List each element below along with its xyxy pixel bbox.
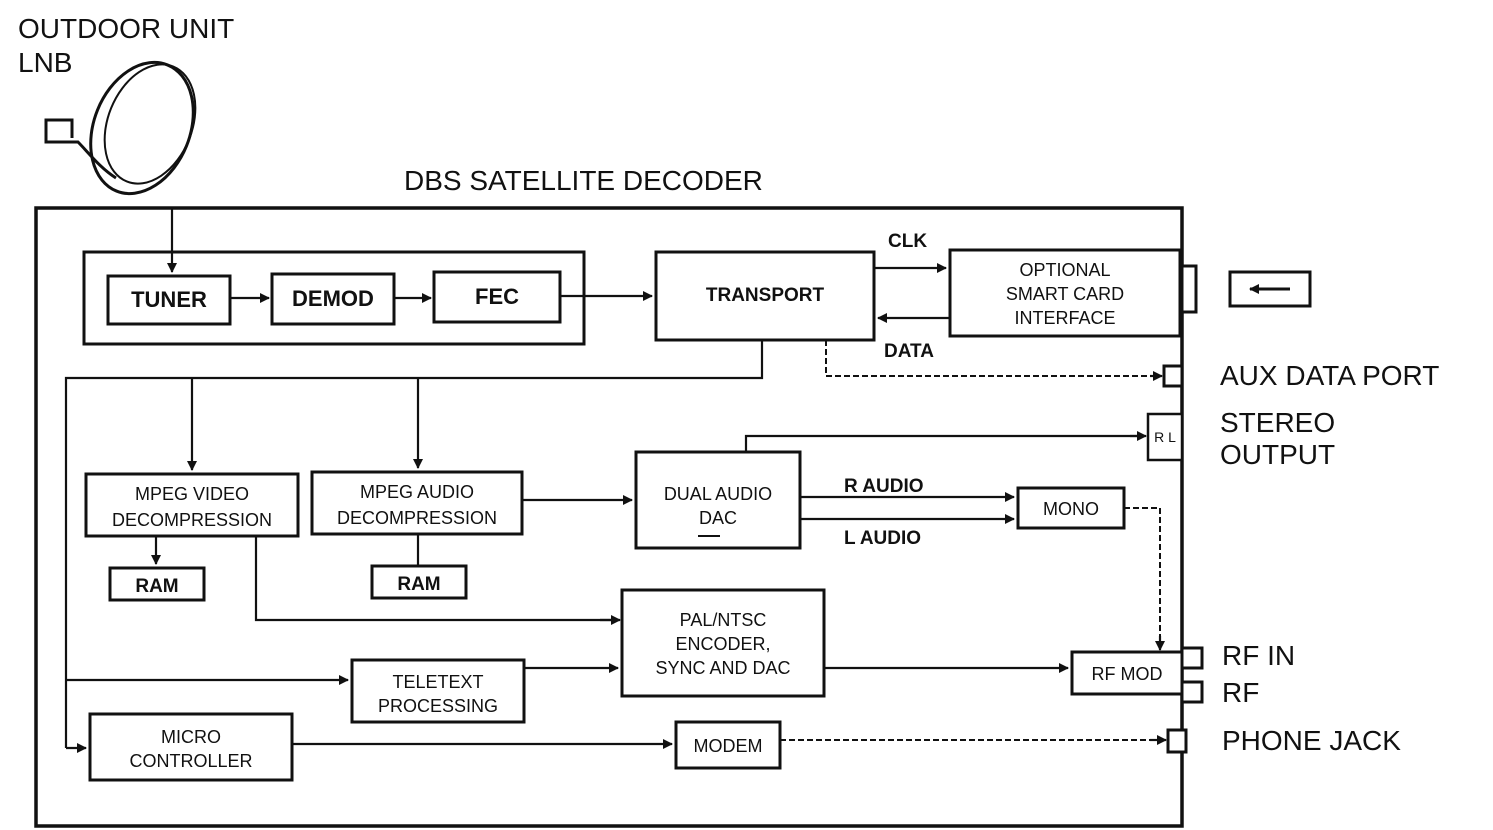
aux-data-port-connector [1164, 366, 1182, 386]
diagram-title: DBS SATELLITE DECODER [404, 165, 763, 196]
video-ram-label: RAM [135, 576, 178, 597]
phone-jack-connector [1168, 730, 1186, 752]
mpeg-video-label-2: DECOMPRESSION [112, 510, 272, 530]
encoder-label-3: SYNC AND DAC [655, 658, 790, 678]
stereo-connector-label: R L [1154, 429, 1176, 445]
teletext-label-2: PROCESSING [378, 696, 498, 716]
rf-in-label: RF IN [1222, 640, 1295, 671]
rf-out-connector [1182, 682, 1202, 702]
encoder-label-2: ENCODER, [675, 634, 770, 654]
phone-jack-label: PHONE JACK [1222, 725, 1401, 756]
clk-label: CLK [888, 231, 927, 252]
tuner-label: TUNER [131, 287, 207, 312]
stereo-output-label-1: STEREO [1220, 407, 1335, 438]
smartcard-label-3: INTERFACE [1014, 308, 1115, 328]
stereo-output-label-2: OUTPUT [1220, 439, 1335, 470]
teletext-label-1: TELETEXT [392, 672, 483, 692]
smartcard-slot [1182, 266, 1196, 312]
micro-controller-label-1: MICRO [161, 727, 221, 747]
rf-label: RF [1222, 677, 1259, 708]
aux-data-line [826, 340, 1160, 376]
dual-audio-dac-label-2: DAC [699, 508, 737, 528]
mono-label: MONO [1043, 499, 1099, 519]
smartcard-label-1: OPTIONAL [1019, 260, 1110, 280]
mpeg-audio-label-2: DECOMPRESSION [337, 508, 497, 528]
micro-controller-label-2: CONTROLLER [129, 751, 252, 771]
smart-card-insert-icon [1230, 272, 1310, 306]
rf-in-connector [1182, 648, 1202, 668]
modem-label: MODEM [694, 736, 763, 756]
mono-to-rfmod-line [1124, 508, 1160, 646]
fec-label: FEC [475, 284, 519, 309]
mpeg-audio-label-1: MPEG AUDIO [360, 482, 474, 502]
r-audio-label: R AUDIO [844, 476, 924, 497]
outdoor-unit-label: OUTDOOR UNIT [18, 13, 234, 44]
data-label: DATA [884, 341, 934, 362]
smartcard-label-2: SMART CARD [1006, 284, 1124, 304]
rf-mod-label: RF MOD [1092, 664, 1163, 684]
transport-label: TRANSPORT [706, 285, 825, 306]
lnb-label: LNB [18, 47, 72, 78]
mpeg-video-label-1: MPEG VIDEO [135, 484, 249, 504]
dac-to-stereo-line [746, 436, 1144, 452]
l-audio-label: L AUDIO [844, 528, 921, 549]
demod-label: DEMOD [292, 286, 374, 311]
aux-data-port-label: AUX DATA PORT [1220, 360, 1439, 391]
dual-audio-dac-label-1: DUAL AUDIO [664, 484, 772, 504]
audio-ram-label: RAM [397, 574, 440, 595]
encoder-label-1: PAL/NTSC [680, 610, 767, 630]
